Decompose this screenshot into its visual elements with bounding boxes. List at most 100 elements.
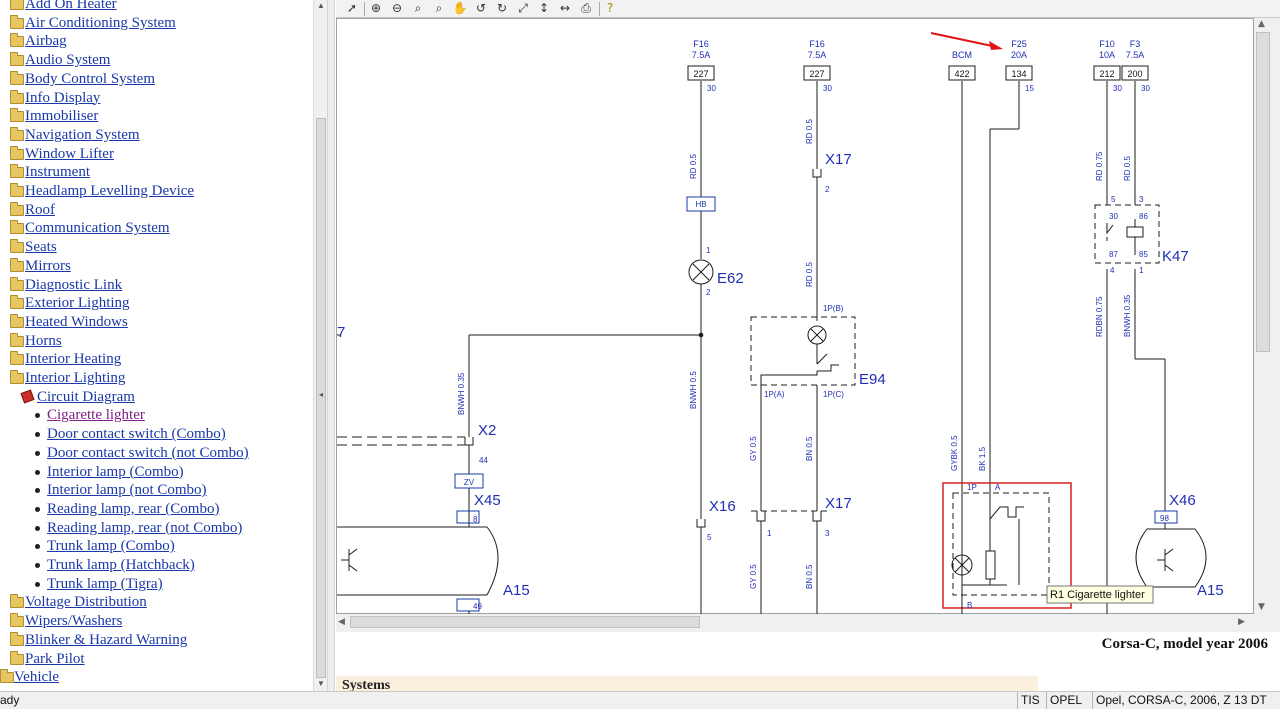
model-caption: Corsa-C, model year 2006 — [1101, 636, 1268, 652]
tree-item-label[interactable]: Add On Heater — [25, 0, 117, 12]
tree-item-label[interactable]: Reading lamp, rear (Combo) — [47, 500, 220, 517]
tree-scroll-thumb[interactable] — [316, 118, 326, 678]
tree-item-label[interactable]: Blinker & Hazard Warning — [25, 631, 188, 648]
diagram-horizontal-scrollbar[interactable]: ◀ ▶ — [336, 614, 1254, 632]
reference-label: 7 — [337, 324, 345, 341]
tree-item-label[interactable]: Body Control System — [25, 70, 156, 87]
tree-item-label[interactable]: Exterior Lighting — [25, 295, 130, 312]
tree-item-label[interactable]: Headlamp Levelling Device — [25, 183, 195, 199]
help-icon[interactable]: ? — [606, 1, 614, 15]
pan-hand-icon[interactable]: ✋ — [452, 1, 468, 15]
fuse-f3-label: F3 — [1130, 39, 1141, 49]
fit-page-icon[interactable]: ⤢ — [518, 1, 528, 15]
folder-icon — [10, 351, 24, 366]
tree-item-label[interactable]: Interior lamp (Combo) — [47, 463, 184, 480]
fuse-box-number: 422 — [954, 69, 969, 79]
tree-item-label[interactable]: Audio System — [25, 52, 111, 69]
print-icon[interactable]: ⎙ — [581, 1, 591, 15]
scroll-up-icon[interactable]: ▲ — [1258, 19, 1265, 29]
tree-item-label[interactable]: Roof — [25, 201, 55, 218]
fit-height-icon[interactable]: ↕ — [538, 1, 550, 15]
tree-item-label[interactable]: Trunk lamp (Hatchback) — [47, 557, 195, 573]
fit-width-icon[interactable]: ↔ — [559, 1, 571, 15]
tree-item-label[interactable]: Reading lamp, rear (not Combo) — [47, 519, 243, 536]
tree-item-label[interactable]: Info Display — [25, 89, 101, 106]
rotate-left-icon[interactable]: ↺ — [475, 1, 487, 15]
tree-item-label[interactable]: Cigarette lighter — [47, 407, 145, 424]
fuse-box-number: 227 — [809, 69, 824, 79]
status-text: ady — [0, 693, 20, 707]
tree-item-label[interactable]: Window Lifter — [25, 145, 114, 162]
tree-item-label[interactable]: Interior lamp (not Combo) — [47, 482, 207, 499]
pin-label: 4 — [1110, 266, 1115, 275]
scroll-down-icon[interactable]: ▼ — [317, 679, 325, 688]
scroll-left-icon[interactable]: ◀ — [338, 617, 345, 627]
pin-label: 8 — [473, 515, 478, 524]
tree-item-label[interactable]: Door contact switch (not Combo) — [47, 444, 249, 461]
wire-label: RD 0.5 — [1123, 156, 1132, 181]
circuit-diagram[interactable]: F16 7.5A F16 7.5A BCM F25 20A F10 10A F3… — [336, 18, 1254, 615]
tree-item-label[interactable]: Communication System — [25, 220, 170, 237]
connector-x46-label: X46 — [1169, 492, 1196, 509]
scroll-up-icon[interactable]: ▲ — [317, 1, 325, 10]
tree-item-label[interactable]: Immobiliser — [25, 108, 99, 125]
folder-icon — [10, 594, 24, 609]
diagram-vertical-scrollbar[interactable]: ▲ ▼ — [1254, 18, 1280, 614]
tree-item-label[interactable]: Door contact switch (Combo) — [47, 426, 226, 443]
tree-item-label[interactable]: Trunk lamp (Combo) — [47, 538, 175, 555]
pin-label: 1 — [1139, 266, 1144, 275]
bullet-icon — [35, 506, 40, 512]
tree-item-label[interactable]: Seats — [25, 239, 57, 256]
tree-item-label[interactable]: Heated Windows — [25, 313, 128, 330]
zoom-area-icon[interactable]: ⌕ — [435, 1, 443, 15]
tree-item-label[interactable]: Instrument — [25, 164, 90, 181]
tree-item-label[interactable]: Air Conditioning System — [25, 14, 176, 31]
pin-label: 30 — [1113, 84, 1122, 93]
horizontal-scroll-thumb[interactable] — [350, 616, 700, 628]
folder-icon — [10, 33, 24, 48]
scroll-down-icon[interactable]: ▼ — [1258, 602, 1265, 612]
fuse-box-number: 200 — [1127, 69, 1142, 79]
folder-icon — [10, 631, 24, 646]
rotate-right-icon[interactable]: ↻ — [496, 1, 508, 15]
pin-label: 1 — [767, 529, 772, 538]
connector-x45-label: X45 — [474, 492, 501, 509]
tree-item-label[interactable]: Diagnostic Link — [25, 276, 123, 293]
tree-item-label[interactable]: Voltage Distribution — [25, 594, 147, 611]
bullet-icon — [35, 544, 40, 550]
pin-label: 49 — [473, 602, 482, 611]
folder-icon — [10, 313, 24, 328]
pane-splitter[interactable] — [327, 0, 335, 691]
zoom-icon[interactable]: ⌕ — [414, 1, 422, 15]
fuse-box-number: 134 — [1011, 69, 1026, 79]
folder-icon — [10, 14, 24, 29]
tree-item-label[interactable]: Horns — [25, 332, 62, 349]
pin-label: 86 — [1139, 212, 1148, 221]
folder-open-icon — [10, 370, 24, 384]
wire-label: BNWH 0.35 — [457, 372, 466, 415]
wire-label: BNWH 0.35 — [1123, 294, 1132, 337]
tree-item-label[interactable]: Interior Lighting — [25, 370, 126, 386]
scroll-right-icon[interactable]: ▶ — [1238, 617, 1245, 627]
bullet-icon — [35, 432, 40, 438]
tree-item-label[interactable]: Trunk lamp (Tigra) — [47, 575, 163, 592]
toolbar-separator — [599, 2, 600, 16]
module-a15-label: A15 — [503, 582, 530, 599]
zoom-in-icon[interactable]: ⊕ — [370, 1, 382, 15]
pin-label: 5 — [707, 533, 712, 542]
tree-scrollbar[interactable]: ▲ ◂ ▼ — [313, 0, 327, 691]
tree-item-label[interactable]: Park Pilot — [25, 650, 85, 667]
tree-item-label[interactable]: Navigation System — [25, 126, 140, 143]
folder-icon — [10, 257, 24, 272]
zoom-out-icon[interactable]: ⊖ — [391, 1, 403, 15]
select-arrow-icon[interactable]: ➚ — [346, 1, 358, 15]
tree-item-label[interactable]: Vehicle — [14, 669, 59, 686]
tree-item-label[interactable]: Airbag — [25, 33, 67, 50]
pin-label: 2 — [706, 288, 711, 297]
tree-item-label[interactable]: Wipers/Washers — [25, 613, 123, 630]
tree-item-label[interactable]: Circuit Diagram — [37, 388, 135, 405]
tree-item-label[interactable]: Mirrors — [25, 257, 71, 274]
vertical-scroll-thumb[interactable] — [1256, 32, 1270, 352]
tree-item-label[interactable]: Interior Heating — [25, 351, 122, 368]
wiring-diagram-svg: F16 7.5A F16 7.5A BCM F25 20A F10 10A F3… — [337, 32, 1224, 615]
